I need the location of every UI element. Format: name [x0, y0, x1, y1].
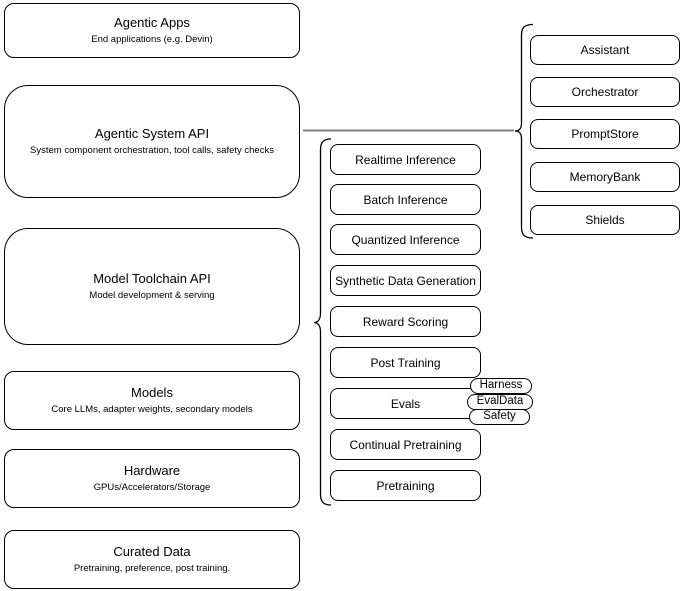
box-promptstore: PromptStore [530, 119, 680, 149]
toolchain-brace [313, 138, 332, 506]
box-hardware-subtitle: GPUs/Accelerators/Storage [93, 481, 211, 493]
box-pretraining: Pretraining [330, 470, 481, 501]
pill-harness: Harness [470, 378, 532, 394]
box-reward-scoring: Reward Scoring [330, 306, 481, 337]
box-memorybank: MemoryBank [530, 162, 680, 192]
box-hardware: Hardware GPUs/Accelerators/Storage [4, 449, 300, 508]
box-orchestrator: Orchestrator [530, 77, 680, 107]
box-models-title: Models [131, 384, 173, 400]
box-agentic-apps: Agentic Apps End applications (e.g. Devi… [4, 3, 300, 58]
box-shields: Shields [530, 205, 680, 235]
box-agentic-system-api-subtitle: System component orchestration, tool cal… [30, 144, 274, 156]
box-continual-pretraining: Continual Pretraining [330, 429, 481, 460]
box-model-toolchain-api-title: Model Toolchain API [93, 270, 211, 286]
box-realtime-inference: Realtime Inference [330, 144, 481, 175]
box-agentic-system-api-title: Agentic System API [94, 125, 210, 141]
box-curated-data-subtitle: Pretraining, preference, post training. [73, 562, 231, 574]
box-curated-data: Curated Data Pretraining, preference, po… [4, 530, 300, 589]
box-agentic-system-api: Agentic System API System component orch… [4, 85, 300, 198]
box-agentic-apps-title: Agentic Apps [114, 14, 190, 30]
box-batch-inference: Batch Inference [330, 184, 481, 215]
box-models: Models Core LLMs, adapter weights, secon… [4, 371, 300, 430]
box-evals: Evals [330, 388, 481, 419]
box-model-toolchain-api: Model Toolchain API Model development & … [4, 228, 300, 345]
pill-evaldata: EvalData [467, 394, 533, 410]
box-agentic-apps-subtitle: End applications (e.g. Devin) [91, 33, 213, 45]
box-models-subtitle: Core LLMs, adapter weights, secondary mo… [51, 403, 253, 415]
box-synthetic-data-generation: Synthetic Data Generation [330, 265, 481, 296]
pill-safety: Safety [469, 409, 530, 425]
box-quantized-inference: Quantized Inference [330, 224, 481, 255]
box-assistant: Assistant [530, 35, 680, 65]
box-hardware-title: Hardware [123, 462, 181, 478]
box-model-toolchain-api-subtitle: Model development & serving [89, 289, 215, 301]
box-post-training: Post Training [330, 347, 481, 378]
box-curated-data-title: Curated Data [113, 543, 191, 559]
